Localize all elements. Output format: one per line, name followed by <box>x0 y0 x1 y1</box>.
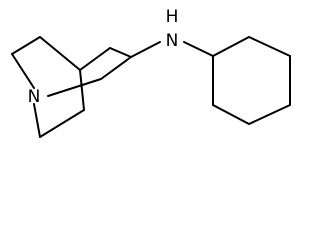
bond-top-to-bridgehead <box>39 36 81 71</box>
amine-nitrogen-label: N <box>166 31 179 51</box>
bond-ch2-inner-to-ch-nh <box>109 47 132 58</box>
bond-amine-n-to-cyclohexyl <box>183 41 214 57</box>
bond-n-to-upper-left <box>11 53 35 89</box>
bond-upper-left-to-top <box>11 36 41 55</box>
bond-lower-right-to-bridgehead <box>79 69 85 111</box>
bond-ring-c-to-amine-n <box>130 41 161 58</box>
bridgehead-nitrogen-label: N <box>28 87 41 107</box>
cyclohexane-ring <box>212 35 291 126</box>
bicyclic-amine-ring <box>11 36 132 138</box>
chemical-structure: N H N <box>11 7 291 138</box>
amine-hydrogen-label: H <box>166 7 179 27</box>
bond-n-to-lower-left <box>33 103 41 138</box>
bond-n-to-ch2-bridge <box>47 78 102 97</box>
bond-ch2-bridge-to-ch-nh <box>100 56 132 80</box>
bond-lower-left-to-lower-right <box>39 109 85 138</box>
bond-bridgehead-to-ch2-inner <box>79 47 111 71</box>
